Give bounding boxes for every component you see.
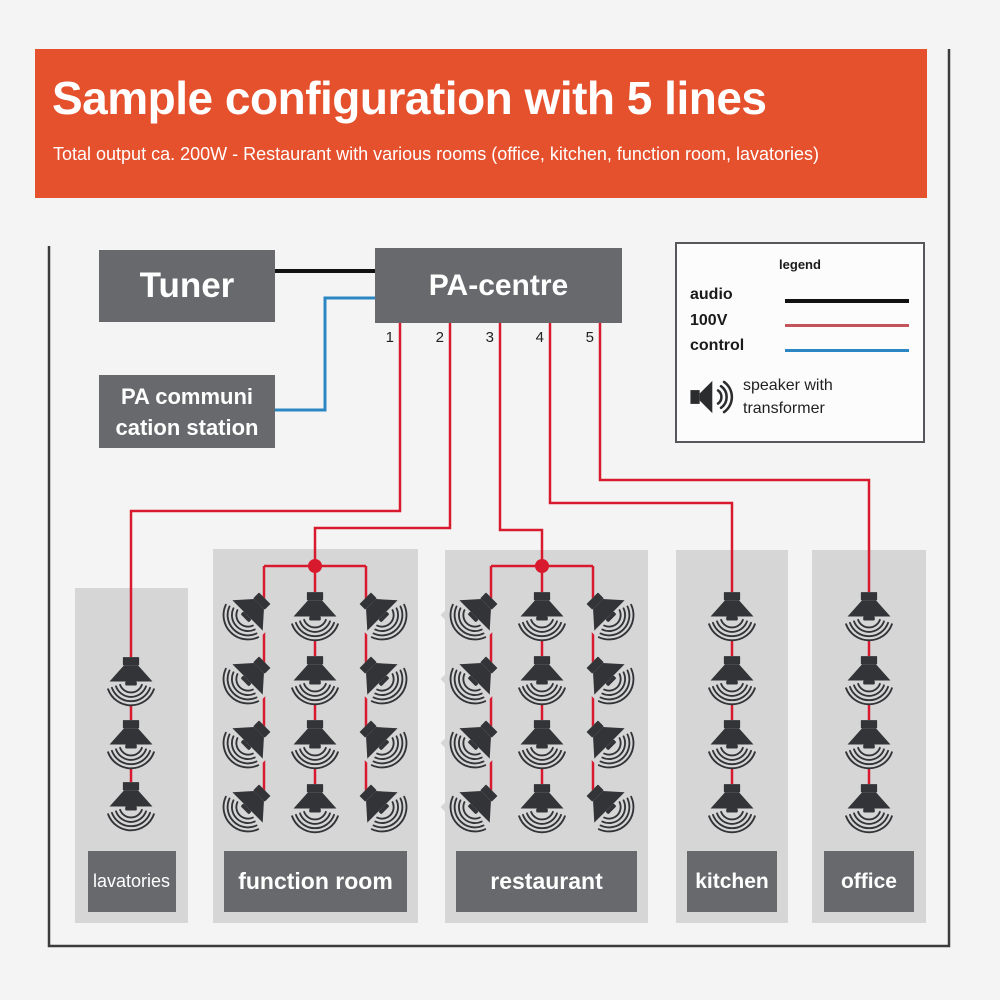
output-number-5: 5 [585,329,594,346]
legend-swatch-100v [785,324,909,327]
room-label-function-room: function room [224,851,407,912]
output-number-3: 3 [485,329,494,346]
tuner-box: Tuner [99,250,275,322]
legend-box: legend audio 100V control speaker with t… [675,242,925,443]
output-number-1: 1 [385,329,394,346]
legend-label-audio: audio [690,286,733,303]
room-label-office: office [824,851,914,912]
tuner-label: Tuner [139,266,235,305]
pa-centre-box: PA-centre [375,248,622,323]
legend-speaker-text-1: speaker with [743,377,833,394]
legend-swatch-control [785,349,909,352]
legend-speaker-text-2: transformer [743,400,825,417]
output-number-2: 2 [435,329,444,346]
legend-label-control: control [690,337,745,354]
speaker-with-transformer-icon [690,380,734,414]
pa-centre-label: PA-centre [428,268,569,302]
page-subtitle: Total output ca. 200W - Restaurant with … [53,144,820,164]
legend-label-100v: 100V [690,312,728,329]
legend-title: legend [779,257,821,272]
page-title: Sample configuration with 5 lines [52,72,767,124]
header-banner: Sample configuration with 5 lines Total … [35,49,927,198]
room-label-lavatories: lavatories [87,851,176,912]
output-number-4: 4 [535,329,544,346]
pa-station-label: PA communi cation station [115,383,259,440]
pa-communication-station-box: PA communi cation station [99,375,275,448]
control-wire [275,296,375,412]
room-label-restaurant: restaurant [456,851,637,912]
legend-swatch-audio [785,299,909,303]
room-label-kitchen: kitchen [687,851,777,912]
